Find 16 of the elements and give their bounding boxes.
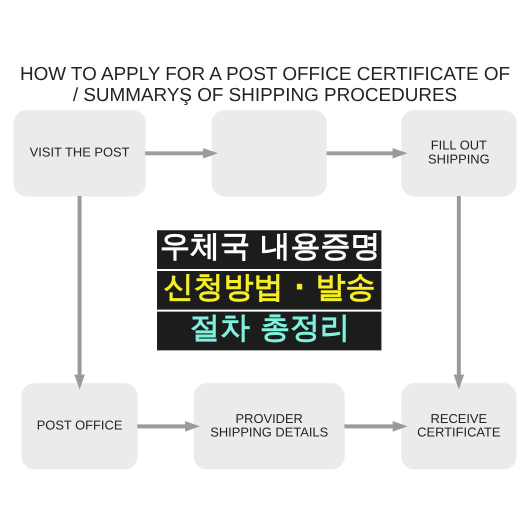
arrow: [326, 148, 408, 159]
node-box: VISIT THE POST: [14, 110, 146, 196]
label: 절차 총정리: [190, 310, 350, 346]
node-box: FILL OUT SHIPPING: [401, 110, 516, 196]
label: 신청방법 · 발송: [163, 270, 376, 305]
arrow: [137, 421, 200, 432]
diagram-title: HOW TO APPLY FOR A POST OFFICE CERTIFICATE OF / SUMMARYŞ OF SHIPPING PROCEDURES: [20, 63, 510, 105]
node-box: RECEIVE CERTIFICATE: [401, 383, 516, 470]
node-box: [212, 110, 327, 196]
arrow: [74, 196, 85, 390]
node-box: PROVIDER SHIPPING DETAILS: [194, 383, 345, 470]
node-box: POST OFFICE: [22, 383, 138, 470]
arrow: [454, 196, 464, 390]
label: 우체국 내용증명: [160, 229, 380, 264]
arrow: [145, 148, 218, 159]
arrow: [344, 421, 408, 432]
